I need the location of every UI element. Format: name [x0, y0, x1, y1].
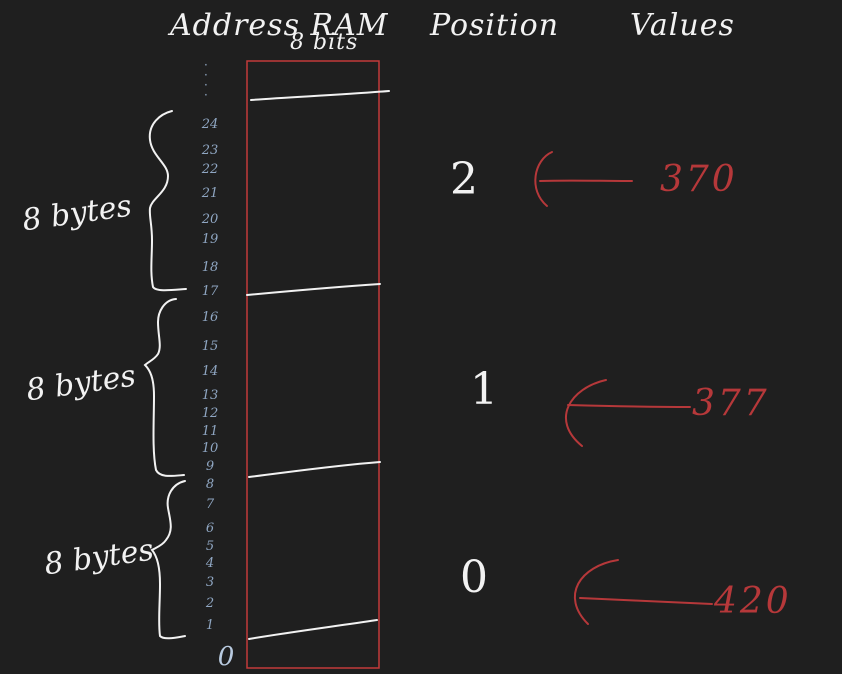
position-value: 0	[460, 552, 488, 603]
address-label: 12	[201, 406, 219, 421]
position-header: Position	[430, 8, 560, 43]
address-label: 20	[201, 212, 219, 227]
arrow-head-icon	[574, 559, 619, 625]
address-label: 4	[205, 556, 215, 571]
stored-value: 370	[660, 159, 738, 200]
address-label: 2	[205, 596, 215, 611]
address-label: 1	[205, 618, 215, 633]
address-label: 22	[201, 162, 219, 177]
address-label: 5	[205, 539, 215, 554]
bits-header: 8 bits	[290, 30, 359, 55]
address-ram-header: Address RAM	[170, 8, 389, 43]
arrow-shaft	[579, 597, 713, 605]
arrow-head-icon	[564, 379, 607, 447]
stored-value: 420	[714, 581, 792, 622]
address-label: 24	[201, 117, 219, 132]
address-label: 15	[201, 339, 219, 354]
address-label: 19	[201, 232, 219, 247]
address-label: 10	[201, 441, 219, 456]
position-value: 2	[450, 154, 478, 205]
slot-divider-top	[250, 90, 390, 101]
byte-group-brace	[148, 110, 187, 292]
address-label-zero: 0	[217, 642, 235, 672]
address-label: 3	[205, 575, 215, 590]
address-label: 8	[205, 477, 215, 492]
address-label: 17	[201, 284, 219, 299]
continuation-dots: ····	[204, 58, 208, 102]
address-label: 9	[205, 459, 215, 474]
position-value: 1	[470, 364, 498, 415]
slot-divider-2	[246, 283, 381, 296]
ram-column-box	[246, 60, 380, 669]
arrow-head-icon	[534, 151, 553, 207]
address-label: 6	[205, 521, 215, 536]
byte-group-brace	[150, 480, 186, 640]
address-label: 21	[201, 186, 219, 201]
slot-divider-0	[248, 619, 378, 640]
byte-group-brace	[143, 298, 185, 477]
arrow-shaft	[567, 404, 691, 408]
stored-value: 377	[692, 383, 770, 424]
values-header: Values	[630, 8, 735, 43]
slot-divider-1	[248, 461, 381, 478]
address-label: 13	[201, 388, 219, 403]
address-label: 23	[201, 143, 219, 158]
address-label: 16	[201, 310, 219, 325]
address-label: 7	[205, 497, 215, 512]
address-label: 18	[201, 260, 219, 275]
address-label: 14	[201, 364, 219, 379]
address-label: 11	[201, 424, 219, 439]
